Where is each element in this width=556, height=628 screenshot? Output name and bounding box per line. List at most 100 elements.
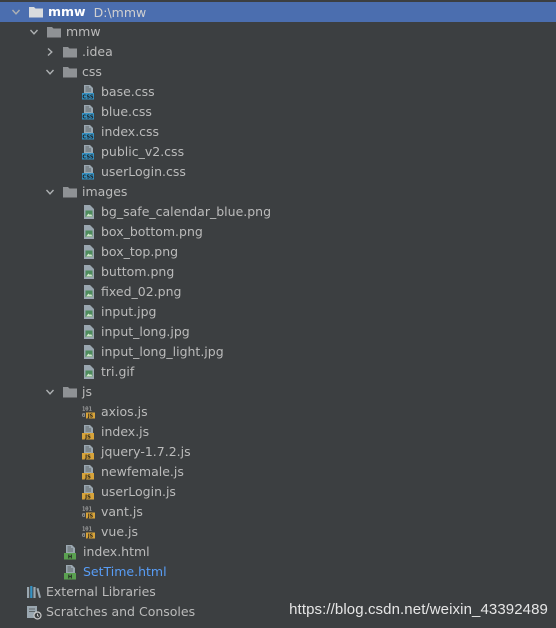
image-file-icon [81,264,101,280]
svg-text:H: H [68,574,72,580]
svg-text:JS: JS [84,454,91,460]
svg-text:0: 0 [82,413,85,419]
tree-item-label: vant.js [101,504,143,519]
library-icon [26,584,46,600]
tree-item-label: Scratches and Consoles [46,604,196,619]
folder-icon [62,44,82,60]
tree-item-external-libraries[interactable]: External Libraries [0,582,556,602]
image-file-icon [81,304,101,320]
svg-text:101: 101 [82,507,92,513]
scratch-icon [26,604,46,620]
js-file-icon: JS [81,484,101,500]
folder-icon [46,24,66,40]
tree-item-image-file[interactable]: tri.gif [0,362,556,382]
svg-text:JS: JS [87,413,94,419]
svg-text:101: 101 [82,407,92,413]
root-path: D:\mmw [93,4,147,20]
tree-item-css-file[interactable]: CSS blue.css [0,102,556,122]
svg-text:101: 101 [82,527,92,533]
svg-text:CSS: CSS [82,94,93,100]
css-file-icon: CSS [81,104,101,120]
tree-item-label: tri.gif [101,364,135,379]
js-file-icon: JS [81,424,101,440]
svg-text:JS: JS [84,434,91,440]
image-file-icon [81,284,101,300]
tree-item-label: js [82,384,92,399]
tree-item-scratches[interactable]: Scratches and Consoles [0,602,556,622]
tree-item-label: input.jpg [101,304,157,319]
chevron-down-icon[interactable] [44,66,56,78]
image-file-icon [81,224,101,240]
tree-item-label: userLogin.css [101,164,186,179]
tree-item-label: css [82,64,102,79]
tree-item-js-file[interactable]: JS userLogin.js [0,482,556,502]
svg-text:JS: JS [87,533,94,539]
tree-item-label: index.html [83,544,150,559]
svg-text:JS: JS [84,494,91,500]
tree-item-js-file[interactable]: 101 0 JS vue.js [0,522,556,542]
css-file-icon: CSS [81,144,101,160]
chevron-down-icon[interactable] [28,26,40,38]
tree-item-image-file[interactable]: input_long.jpg [0,322,556,342]
tree-item-image-file[interactable]: fixed_02.png [0,282,556,302]
css-file-icon: CSS [81,164,101,180]
svg-text:0: 0 [82,513,85,519]
tree-item-js-file[interactable]: JS jquery-1.7.2.js [0,442,556,462]
tree-item-images[interactable]: images [0,182,556,202]
image-file-icon [81,204,101,220]
image-file-icon [81,344,101,360]
tree-item-label: userLogin.js [101,484,176,499]
svg-text:CSS: CSS [82,174,93,180]
chevron-down-icon[interactable] [10,6,22,18]
js-file-icon: JS [81,464,101,480]
tree-item-label: images [82,184,128,199]
tree-item-js-file[interactable]: 101 0 JS axios.js [0,402,556,422]
tree-item-label: SetTime.html [83,564,167,579]
tree-item-image-file[interactable]: box_bottom.png [0,222,556,242]
tree-item-label: input_long_light.jpg [101,344,224,359]
svg-text:0: 0 [82,533,85,539]
folder-icon [28,4,48,20]
tree-item-js-file[interactable]: JS index.js [0,422,556,442]
svg-text:H: H [68,554,72,560]
tree-item-image-file[interactable]: box_top.png [0,242,556,262]
tree-item-image-file[interactable]: bg_safe_calendar_blue.png [0,202,556,222]
css-file-icon: CSS [81,84,101,100]
html-file-icon: H [63,544,83,560]
svg-text:JS: JS [87,513,94,519]
tree-item-label: mmw [66,24,101,39]
chevron-down-icon[interactable] [44,186,56,198]
tree-item-label: jquery-1.7.2.js [101,444,191,459]
folder-icon [62,384,82,400]
tree-item-js-file[interactable]: 101 0 JS vant.js [0,502,556,522]
tree-item-css-file[interactable]: CSS public_v2.css [0,142,556,162]
svg-text:CSS: CSS [82,114,93,120]
js-file-icon: JS [81,444,101,460]
watermark-text: https://blog.csdn.net/weixin_43392489 [289,601,548,618]
tree-item-image-file[interactable]: input.jpg [0,302,556,322]
svg-text:JS: JS [84,474,91,480]
tree-item-css-file[interactable]: CSS userLogin.css [0,162,556,182]
chevron-right-icon[interactable] [44,46,56,58]
tree-item-mmw[interactable]: mmw [0,22,556,42]
folder-icon [62,64,82,80]
tree-item-label: blue.css [101,104,152,119]
tree-item-css-file[interactable]: CSS base.css [0,82,556,102]
tree-item-idea[interactable]: .idea [0,42,556,62]
tree-item-css[interactable]: css [0,62,556,82]
tree-item-js[interactable]: js [0,382,556,402]
tree-item-html-file[interactable]: H index.html [0,542,556,562]
tree-item-css-file[interactable]: CSS index.css [0,122,556,142]
tree-item-label: axios.js [101,404,148,419]
chevron-down-icon[interactable] [44,386,56,398]
tree-item-image-file[interactable]: input_long_light.jpg [0,342,556,362]
tree-item-html-file[interactable]: H SetTime.html [0,562,556,582]
tree-item-js-file[interactable]: JS newfemale.js [0,462,556,482]
js-binary-icon: 101 0 JS [81,404,101,420]
tree-item-label: bg_safe_calendar_blue.png [101,204,272,219]
css-file-icon: CSS [81,124,101,140]
tree-item-label: .idea [82,44,113,59]
tree-item-image-file[interactable]: buttom.png [0,262,556,282]
